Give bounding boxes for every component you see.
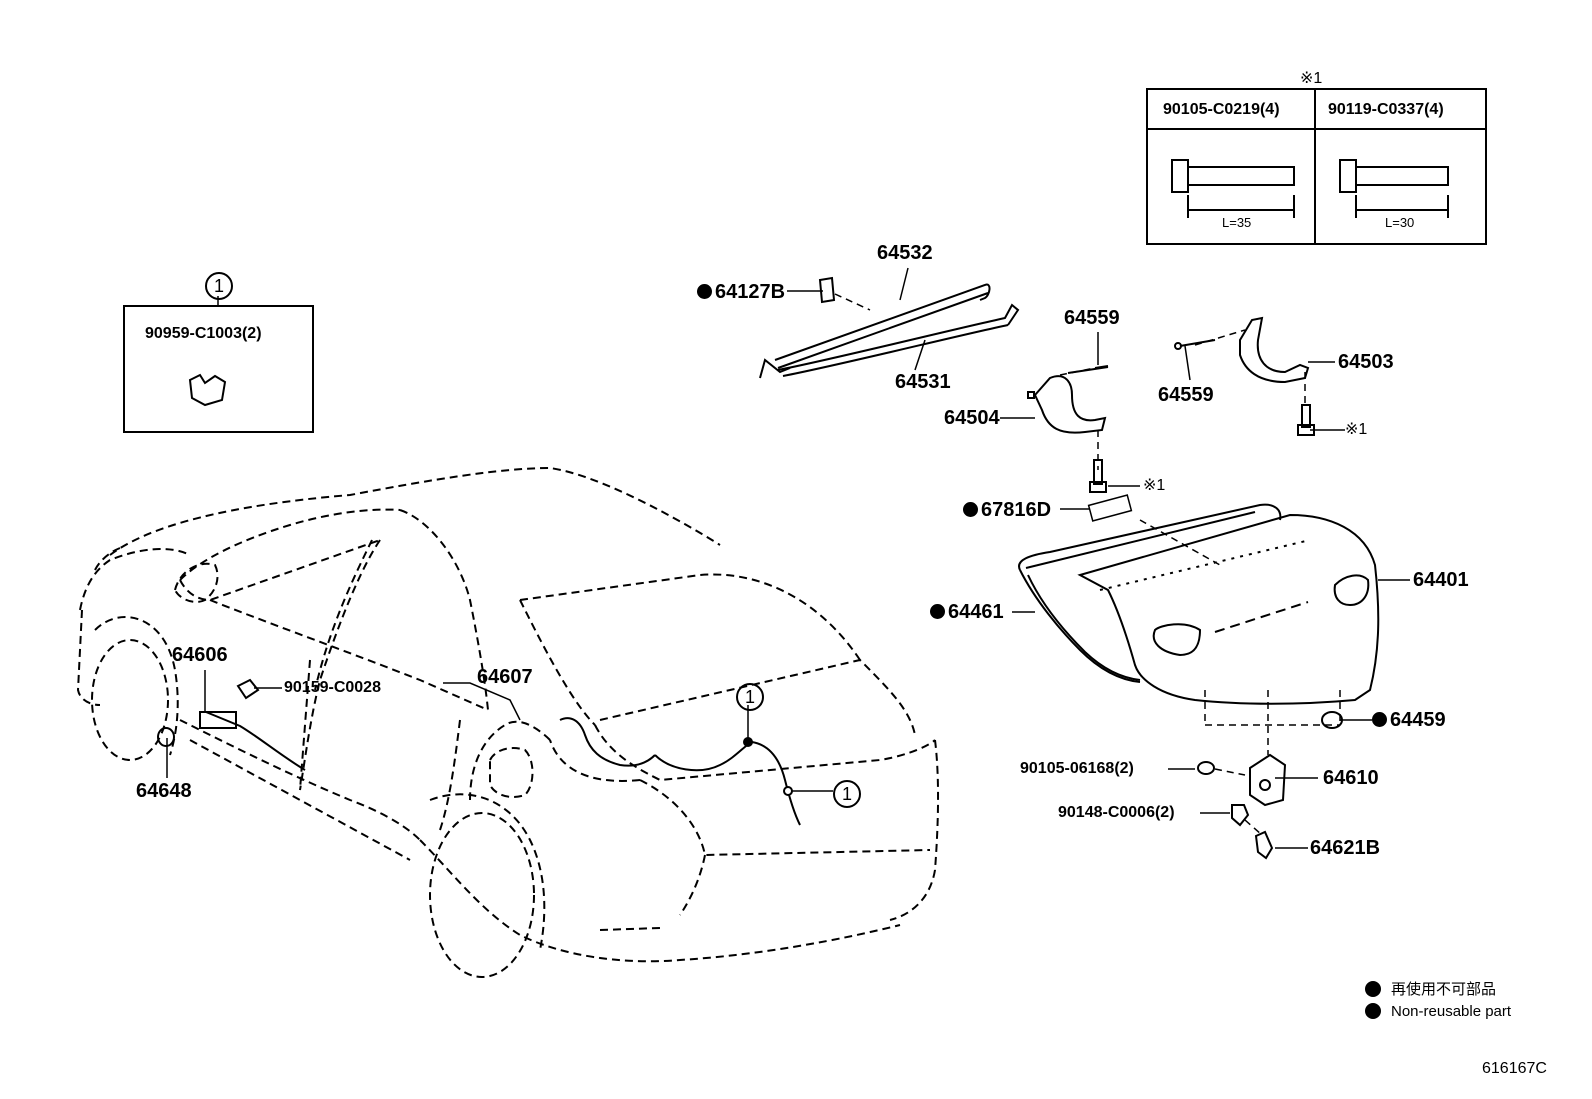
label-patch [1087,494,1133,522]
bolt-icon [1089,404,1315,493]
label-64503: 64503 [1338,351,1394,373]
trunk-hinges [1027,316,1315,493]
label-90148-C0006: 90148-C0006(2) [1058,804,1175,821]
legend-en: Non-reusable part [1365,1003,1511,1020]
striker [1254,830,1274,860]
label-64127B: 64127B [697,282,785,302]
trunk-lock [1249,753,1287,807]
label-64559-a: 64559 [1064,307,1120,329]
label-star-b: ※1 [1143,477,1166,494]
diagram-code: 616167C [1482,1060,1547,1077]
label-64504: 64504 [944,407,1000,429]
car-body-outline [76,466,940,978]
ref-1-marker-upper: 1 [736,683,764,711]
label-64559-b: 64559 [1158,384,1214,406]
star-box [1146,88,1487,245]
non-reusable-dot-icon [963,502,978,517]
bolt-length-1: L=35 [1222,215,1252,230]
non-reusable-dot-icon [1365,1003,1381,1019]
non-reusable-dot-icon [1372,712,1387,727]
label-90105-06168: 90105-06168(2) [1020,760,1134,777]
label-64606: 64606 [172,644,228,666]
label-64607: 64607 [477,666,533,688]
bolt-part-1: 90105-C0219(4) [1163,101,1280,118]
assembly-lines [834,293,1341,836]
label-64461: 64461 [930,602,1004,622]
car-wiring [205,711,801,826]
label-64459: 64459 [1372,710,1446,730]
non-reusable-dot-icon [930,604,945,619]
ref-1-part-number: 90959-C1003(2) [145,325,262,342]
label-64621B: 64621B [1310,837,1381,859]
label-64401: 64401 [1413,569,1469,591]
label-64531: 64531 [895,371,951,393]
torsion-rods [759,276,1020,379]
label-star-a: ※1 [1345,421,1368,438]
star-box-header: ※1 [1300,70,1323,87]
label-67816D: 67816D [963,500,1051,520]
label-90159-C0028: 90159-C0028 [284,679,381,696]
label-64610: 64610 [1323,767,1379,789]
bolt-drawings [1171,159,1449,218]
ref-1-header: 1 [205,272,233,300]
ref-1-marker-lower: 1 [833,780,861,808]
ref-1-box [123,305,314,433]
non-reusable-dot-icon [1365,981,1381,997]
weatherstrip [1018,503,1282,683]
leader-lines [166,267,1410,849]
legend-jp: 再使用不可部品 [1365,978,1496,999]
star-box-divider-v [1314,88,1316,243]
clip-parts [157,342,1343,827]
trunk-lid [1077,513,1380,705]
label-64532: 64532 [877,242,933,264]
non-reusable-dot-icon [697,284,712,299]
label-64648: 64648 [136,780,192,802]
clip-icon [188,373,227,407]
bolt-part-2: 90119-C0337(4) [1328,101,1444,118]
bolt-length-2: L=30 [1385,215,1415,230]
